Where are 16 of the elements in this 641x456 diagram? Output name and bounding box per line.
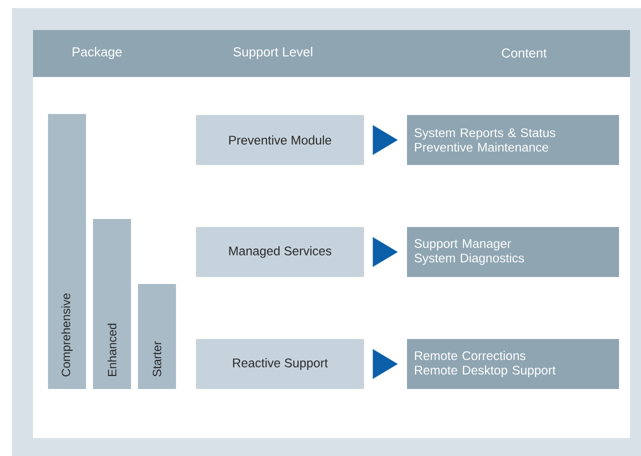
support-level-box: Reactive Support: [196, 339, 364, 389]
arrow: [372, 125, 398, 155]
package-bar: Starter: [138, 284, 176, 389]
column-heading: Content: [502, 48, 547, 58]
support-level-box: Managed Services: [196, 227, 364, 277]
package-bar: Comprehensive: [48, 114, 86, 389]
column-heading: Support Level: [233, 46, 312, 60]
content-box: Support Manager System Diagnostics: [407, 227, 619, 277]
header-band: [33, 30, 630, 77]
column-heading: Package: [72, 46, 122, 60]
arrow: [372, 237, 398, 267]
content-box: System Reports & Status Preventive Maintenance: [407, 115, 619, 165]
support-level-box: Preventive Module: [196, 115, 364, 165]
package-bar: Enhanced: [93, 219, 131, 389]
content-box: Remote Corrections Remote Desktop Support: [407, 339, 619, 389]
arrow: [372, 349, 398, 379]
